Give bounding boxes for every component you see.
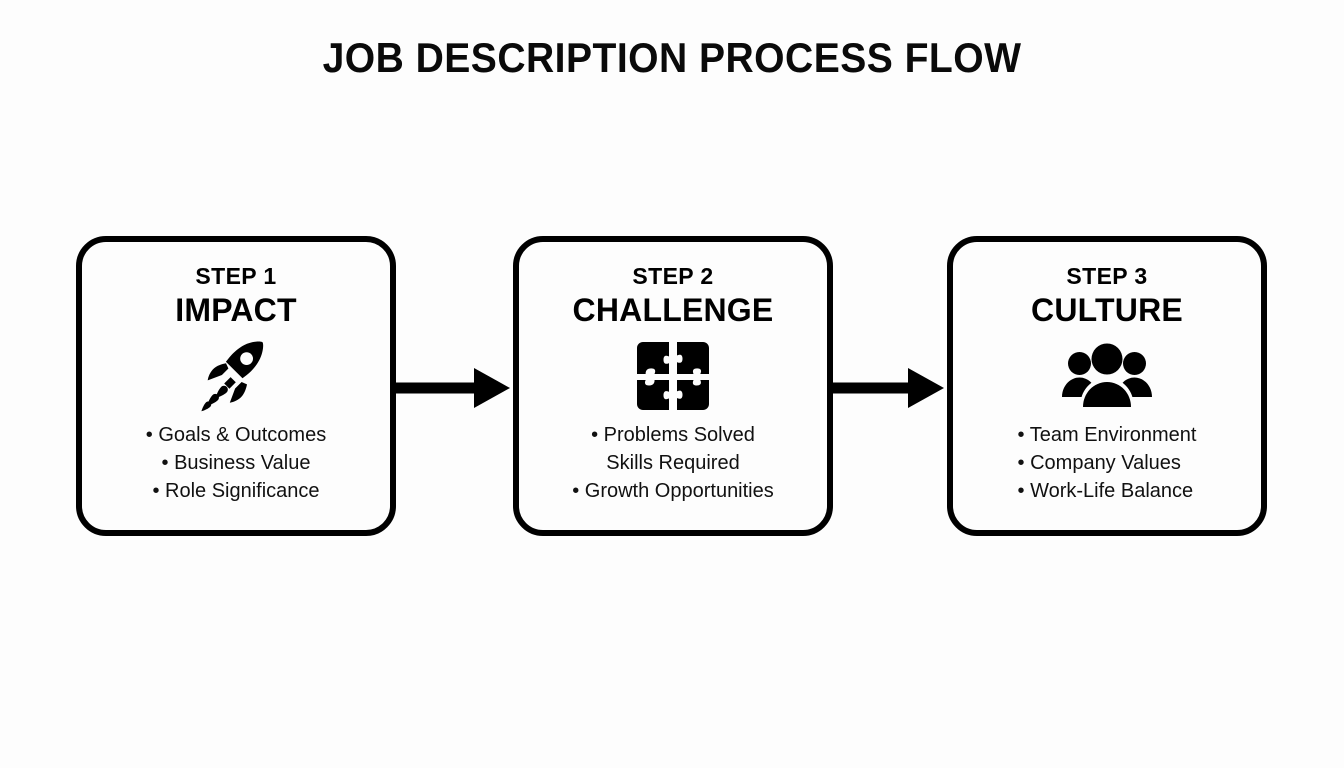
arrow-step1-to-step2 [394, 364, 516, 412]
page-title: JOB DESCRIPTION PROCESS FLOW [322, 34, 1022, 81]
step-title: IMPACT [175, 292, 297, 328]
list-item: • Business Value [161, 452, 311, 474]
step-card-impact[interactable]: STEP 1 IMPACT [76, 236, 396, 536]
people-group-icon [1061, 337, 1153, 415]
card-content: STEP 1 IMPACT [82, 242, 390, 530]
bullet-list: • Problems Solved Skills Required • Grow… [572, 421, 774, 505]
rocket-icon [200, 337, 272, 415]
process-flow-row: STEP 1 IMPACT [0, 236, 1344, 536]
list-item: • Goals & Outcomes [145, 424, 327, 446]
step-title: CULTURE [1031, 292, 1183, 328]
step-card-challenge[interactable]: STEP 2 CHALLENGE • [513, 236, 833, 536]
list-item: • Company Values [1017, 452, 1181, 474]
card-content: STEP 2 CHALLENGE • [519, 242, 827, 530]
list-item: • Growth Opportunities [572, 480, 774, 502]
puzzle-icon [635, 337, 711, 415]
bullet-list: • Goals & Outcomes • Business Value • Ro… [146, 421, 326, 505]
step-label: STEP 3 [1066, 263, 1148, 289]
card-content: STEP 3 CULTURE [953, 242, 1261, 530]
list-item: • Role Significance [152, 480, 320, 502]
bullet-list: • Team Environment • Company Values • Wo… [1018, 421, 1197, 505]
list-item: • Work-Life Balance [1017, 480, 1194, 502]
list-item: Skills Required [606, 452, 740, 474]
arrow-step2-to-step3 [828, 364, 950, 412]
step-label: STEP 1 [195, 263, 277, 289]
step-title: CHALLENGE [572, 292, 774, 328]
list-item: • Problems Solved [591, 424, 755, 446]
list-item: • Team Environment [1017, 424, 1197, 446]
step-label: STEP 2 [632, 263, 714, 289]
step-card-culture[interactable]: STEP 3 CULTURE [947, 236, 1267, 536]
